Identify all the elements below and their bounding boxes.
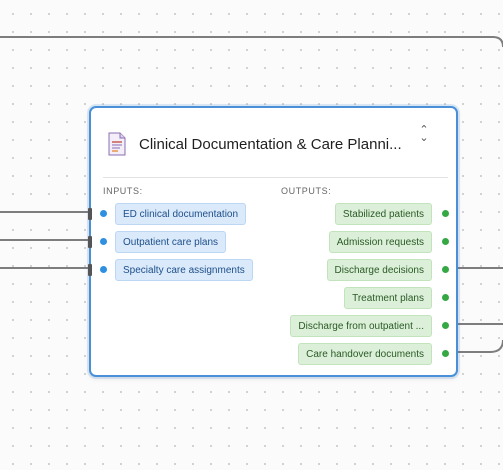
chevron-updown-icon[interactable]: ⌃⌄ — [419, 124, 429, 144]
wire-output-6 — [458, 339, 503, 353]
output-port[interactable] — [442, 294, 449, 301]
input-item[interactable]: Outpatient care plans — [115, 231, 227, 253]
input-port[interactable] — [100, 266, 107, 273]
outputs-label: OUTPUTS: — [281, 186, 332, 196]
inputs-label: INPUTS: — [103, 186, 143, 196]
output-item[interactable]: Discharge decisions — [326, 259, 432, 281]
process-node[interactable]: Clinical Documentation & Care Planni... … — [88, 106, 458, 377]
input-port[interactable] — [100, 210, 107, 217]
output-port[interactable] — [442, 238, 449, 245]
wire-top — [0, 36, 503, 48]
input-item[interactable]: ED clinical documentation — [115, 203, 247, 225]
output-item[interactable]: Discharge from outpatient ... — [290, 315, 432, 337]
document-icon — [108, 132, 126, 156]
output-item[interactable]: Care handover documents — [298, 343, 432, 365]
output-item[interactable]: Treatment plans — [344, 287, 432, 309]
input-handle[interactable] — [88, 236, 92, 248]
output-port[interactable] — [442, 210, 449, 217]
input-handle[interactable] — [88, 208, 92, 220]
header-divider — [103, 177, 448, 178]
output-item[interactable]: Stabilized patients — [334, 203, 432, 225]
output-port[interactable] — [442, 322, 449, 329]
input-handle[interactable] — [88, 264, 92, 276]
node-header[interactable]: Clinical Documentation & Care Planni... … — [91, 108, 456, 178]
input-item[interactable]: Specialty care assignments — [115, 259, 253, 281]
output-port[interactable] — [442, 266, 449, 273]
node-title: Clinical Documentation & Care Planni... — [139, 136, 402, 153]
output-port[interactable] — [442, 350, 449, 357]
output-item[interactable]: Admission requests — [328, 231, 432, 253]
input-port[interactable] — [100, 238, 107, 245]
